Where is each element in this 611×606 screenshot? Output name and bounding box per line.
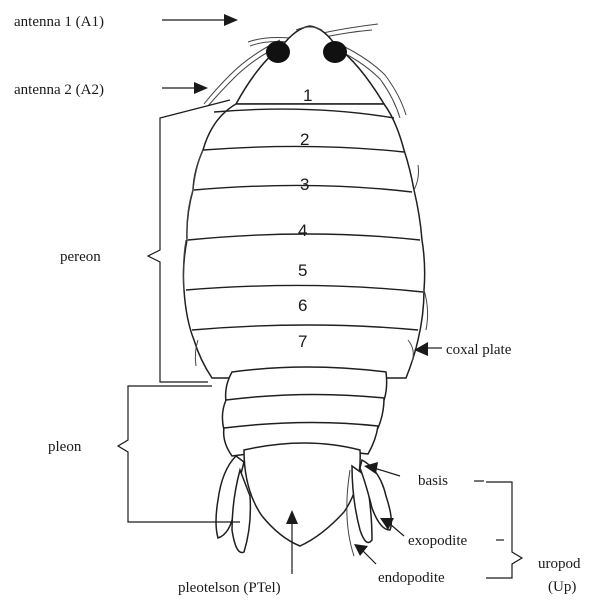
label-basis: basis — [418, 473, 448, 489]
label-uropod: uropod — [538, 556, 581, 572]
right-eye — [323, 41, 347, 63]
label-pleotelson: pleotelson (PTel) — [178, 580, 281, 596]
label-uropod-abbr: (Up) — [548, 579, 576, 595]
left-eye — [266, 41, 290, 63]
label-antenna-1: antenna 1 (A1) — [14, 14, 104, 30]
label-pereon: pereon — [60, 249, 101, 265]
segment-number-5: 5 — [298, 261, 307, 280]
arrow-antenna2 — [194, 82, 208, 94]
label-pleon: pleon — [48, 439, 82, 455]
arrow-antenna1 — [224, 14, 238, 26]
uropod-right — [347, 460, 392, 556]
segment-number-4: 4 — [298, 221, 307, 240]
label-endopodite: endopodite — [378, 570, 445, 586]
uropod-bracket — [486, 482, 522, 578]
label-exopodite: exopodite — [408, 533, 467, 549]
segment-number-1: 1 — [303, 86, 312, 105]
segment-number-3: 3 — [300, 175, 309, 194]
label-antenna-2: antenna 2 (A2) — [14, 82, 104, 98]
segment-number-7: 7 — [298, 332, 307, 351]
pleotelson-shape — [244, 443, 360, 546]
segment-number-6: 6 — [298, 296, 307, 315]
segment-number-2: 2 — [300, 130, 309, 149]
label-coxal-plate: coxal plate — [446, 342, 512, 358]
